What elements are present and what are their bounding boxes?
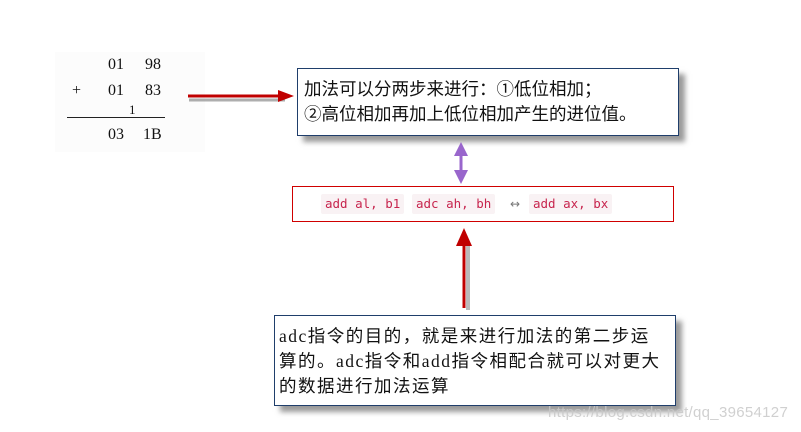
plus-operator: + (72, 82, 82, 99)
right-arrow-icon (188, 90, 294, 102)
double-arrow-icon (454, 142, 468, 184)
operand1-high: 01 (108, 56, 124, 73)
equivalence-arrow-icon: ↔ (510, 197, 521, 211)
result-high: 03 (108, 126, 124, 143)
operand2-low: 83 (145, 82, 161, 99)
up-arrow-icon (456, 228, 472, 310)
result-low: 1B (143, 126, 162, 143)
code-add-al-b1: add al, b1 (321, 194, 405, 214)
adc-purpose-box: adc指令的目的，就是来进行加法的第二步运 算的。adc指令和add指令相配合就… (274, 315, 676, 406)
explanation-line-2: ②高位相加再加上低位相加产生的进位值。 (304, 104, 637, 124)
adc-line-1: adc指令的目的，就是来进行加法的第二步运 (279, 326, 650, 346)
addition-example: 01 98 + 01 83 1 03 1B (55, 52, 205, 152)
code-add-ax-bx: add ax, bx (529, 194, 613, 214)
adc-line-2: 算的。adc指令和add指令相配合就可以对更大 (279, 351, 661, 371)
explanation-line-1: 加法可以分两步来进行：①低位相加； (304, 79, 602, 99)
adc-line-3: 的数据进行加法运算 (279, 376, 450, 396)
instruction-equivalence-box: add al, b1 adc ah, bh ↔ add ax, bx (292, 186, 674, 222)
carry-digit: 1 (129, 102, 136, 117)
sum-rule (67, 117, 165, 118)
operand2-high: 01 (108, 82, 124, 99)
operand1-low: 98 (145, 56, 161, 73)
two-step-explanation-box: 加法可以分两步来进行：①低位相加； ②高位相加再加上低位相加产生的进位值。 (297, 68, 679, 136)
code-adc-ah-bh: adc ah, bh (412, 194, 496, 214)
watermark: https://blog.csdn.net/qq_39654127 (548, 404, 789, 421)
